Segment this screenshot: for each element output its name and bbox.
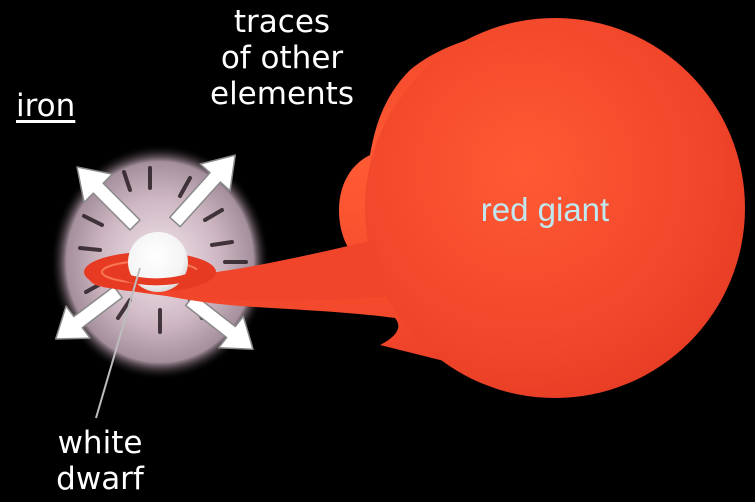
label-white-dwarf-line-2: dwarf xyxy=(40,461,160,497)
label-red-giant: red giant xyxy=(440,190,650,230)
label-white-dwarf: white dwarf xyxy=(40,425,160,497)
label-traces-line-3: elements xyxy=(182,76,382,112)
label-traces-of-other-elements: traces of other elements xyxy=(182,4,382,112)
label-traces-line-2: of other xyxy=(182,40,382,76)
label-traces-line-1: traces xyxy=(182,4,382,40)
label-iron: iron xyxy=(16,88,75,124)
label-white-dwarf-line-1: white xyxy=(40,425,160,461)
